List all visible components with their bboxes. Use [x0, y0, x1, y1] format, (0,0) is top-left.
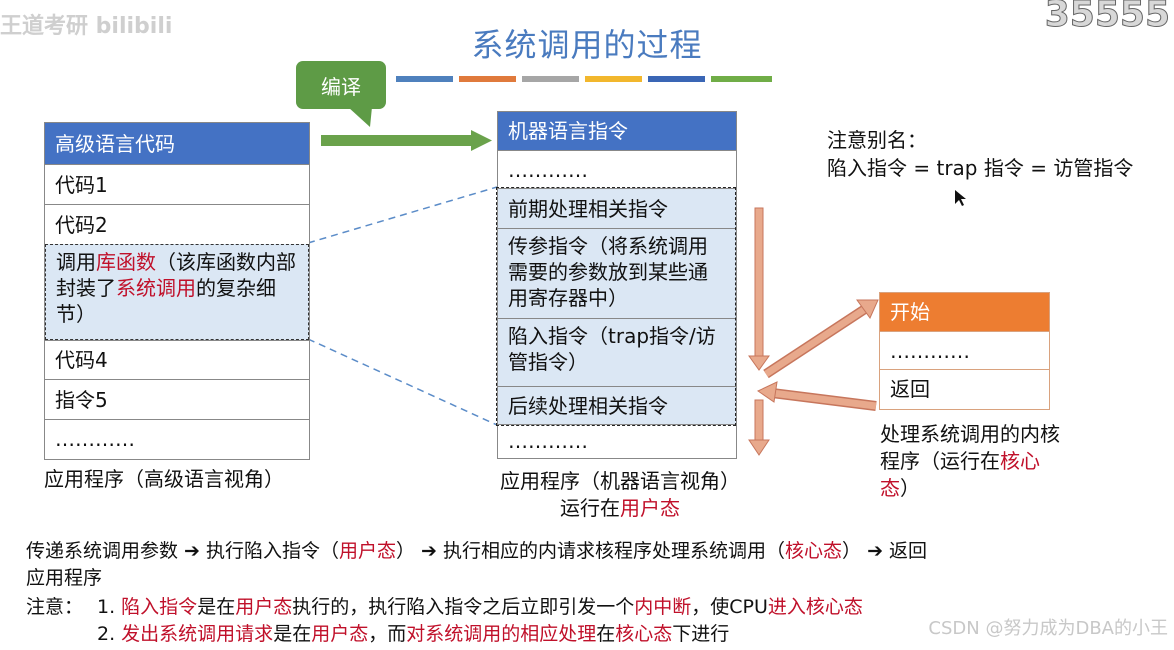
- watermark-left: 王道考研 bilibili: [0, 14, 173, 39]
- flow-arrow-down-shaft: [754, 207, 764, 357]
- note-1-f: ，使CPU: [691, 596, 768, 618]
- note-2-g: 核心态: [615, 623, 673, 645]
- note-1-c: 用户态: [235, 596, 293, 618]
- param-passing-instr: 传参指令（将系统调用需要的参数放到某些通用寄存器中）: [498, 228, 736, 318]
- note-1-num: 1.: [97, 596, 122, 618]
- flow-text-1: 传递系统调用参数 ➔ 执行陷入指令（: [26, 540, 339, 562]
- kernel-caption-text: 处理系统调用的内核程序（运行在: [880, 422, 1060, 473]
- watermark-counter: 35555: [1044, 0, 1170, 36]
- note-2-e: 对系统调用的相应处理: [406, 623, 597, 645]
- flow-arrow-down2-shaft: [754, 399, 764, 441]
- mid-caption-line2: 运行在用户态: [480, 495, 760, 522]
- kernel-mode-term: 核心态: [880, 449, 1040, 500]
- note-1-a: 陷入指令: [121, 596, 198, 618]
- trap-instr: 陷入指令（trap指令/访管指令）: [498, 318, 736, 386]
- note-2-d: ，而: [368, 623, 407, 645]
- title-stripe-4: [585, 76, 642, 82]
- mid-table-caption: 应用程序（机器语言视角） 运行在用户态: [480, 468, 760, 522]
- mid-caption-line1: 应用程序（机器语言视角）: [500, 469, 740, 493]
- mouse-cursor-icon: [955, 190, 966, 206]
- title-stripe-6: [711, 76, 772, 82]
- note-2-b: 是在: [273, 623, 312, 645]
- compile-arrow-head: [471, 130, 492, 151]
- code-row-2: 代码2: [45, 204, 309, 244]
- note-1-g: 进入核心态: [767, 596, 863, 618]
- flow-text-3: ） ➔ 返回: [842, 540, 928, 562]
- title-stripe-3: [522, 76, 579, 82]
- high-level-code-table: 高级语言代码 代码1 代码2 调用库函数（该库函数内部封装了系统调用的复杂细节）…: [44, 122, 310, 460]
- mid-caption-prefix: 运行在: [560, 496, 620, 520]
- compile-arrow-shaft: [321, 135, 473, 146]
- csdn-watermark: CSDN @努力成为DBA的小王: [928, 618, 1168, 639]
- machine-instruction-table: 机器语言指令 ………… 前期处理相关指令 传参指令（将系统调用需要的参数放到某些…: [497, 111, 737, 459]
- note-2: 2. 发出系统调用请求是在用户态，而对系统调用的相应处理在核心态下进行: [97, 621, 729, 648]
- flow-kernel-mode: 核心态: [785, 540, 843, 562]
- flow-text-2: ） ➔ 执行相应的内请求核程序处理系统调用（: [396, 540, 786, 562]
- machine-header: 机器语言指令: [498, 112, 736, 150]
- zoom-line-top: [307, 186, 498, 244]
- library-call-text-1: 调用: [56, 250, 96, 274]
- alias-note: 注意别名： 陷入指令 = trap 指令 = 访管指令: [827, 126, 1133, 182]
- code-row-1: 代码1: [45, 164, 309, 204]
- kernel-caption-end: ）: [900, 476, 920, 500]
- library-call-text-3: 的复杂细节）: [56, 276, 276, 326]
- library-call-text-2: （该库函数内部封装了: [56, 250, 296, 300]
- note-2-f: 在: [596, 623, 616, 645]
- flow-arrow-return-head: [757, 381, 778, 403]
- flow-arrow-down-head: [748, 355, 770, 371]
- alias-note-label: 注意别名：: [827, 128, 927, 152]
- compile-callout: 编译: [296, 61, 386, 109]
- library-call-row: 调用库函数（该库函数内部封装了系统调用的复杂细节）: [45, 244, 309, 340]
- code-row-4: 代码4: [45, 340, 309, 379]
- note-1-b: 是在: [197, 596, 236, 618]
- kernel-program-table: 开始 ………… 返回: [879, 292, 1050, 410]
- high-level-header: 高级语言代码: [45, 123, 309, 164]
- code-row-ellipsis: …………: [45, 419, 309, 457]
- flow-arrow-to-kernel-head: [856, 299, 879, 319]
- post-processing-instr: 后续处理相关指令: [498, 386, 736, 424]
- flow-arrow-return: [771, 389, 877, 410]
- title-stripe-5: [648, 76, 705, 82]
- zoom-line-bottom: [307, 338, 498, 426]
- instruction-row-5: 指令5: [45, 379, 309, 419]
- note-1-e: 内中断: [634, 596, 692, 618]
- note-1: 1. 陷入指令是在用户态执行的，执行陷入指令之后立即引发一个内中断，使CPU进入…: [97, 594, 863, 621]
- machine-row-ellipsis-bottom: …………: [498, 424, 736, 456]
- note-2-h: 下进行: [672, 623, 730, 645]
- kernel-start-header: 开始: [880, 293, 1049, 331]
- left-table-caption: 应用程序（高级语言视角）: [44, 467, 284, 491]
- flow-text-4: 应用程序: [26, 567, 103, 589]
- flow-arrow-down2-head: [748, 439, 770, 456]
- note-2-a: 发出系统调用请求: [121, 623, 274, 645]
- kernel-caption: 处理系统调用的内核程序（运行在核心态）: [880, 421, 1060, 502]
- compile-callout-tail: [348, 107, 372, 127]
- user-mode-term: 用户态: [620, 496, 680, 520]
- note-2-num: 2.: [97, 623, 122, 645]
- alias-note-text: 陷入指令 = trap 指令 = 访管指令: [827, 156, 1134, 180]
- pre-processing-instr: 前期处理相关指令: [498, 188, 736, 228]
- kernel-row-ellipsis: …………: [880, 331, 1049, 369]
- flow-arrow-to-kernel: [764, 304, 870, 377]
- flow-summary: 传递系统调用参数 ➔ 执行陷入指令（用户态） ➔ 执行相应的内请求核程序处理系统…: [26, 538, 1156, 592]
- note-1-d: 执行的，执行陷入指令之后立即引发一个: [292, 596, 635, 618]
- page-title: 系统调用的过程: [471, 26, 703, 64]
- library-function-term: 库函数: [96, 250, 156, 274]
- system-call-term: 系统调用: [116, 276, 196, 300]
- kernel-return-row: 返回: [880, 369, 1049, 407]
- flow-user-mode: 用户态: [339, 540, 397, 562]
- title-stripe-2: [459, 76, 516, 82]
- title-stripe-1: [396, 76, 453, 82]
- notes-label: 注意：: [26, 596, 84, 618]
- note-2-c: 用户态: [311, 623, 369, 645]
- machine-row-ellipsis-top: …………: [498, 150, 736, 188]
